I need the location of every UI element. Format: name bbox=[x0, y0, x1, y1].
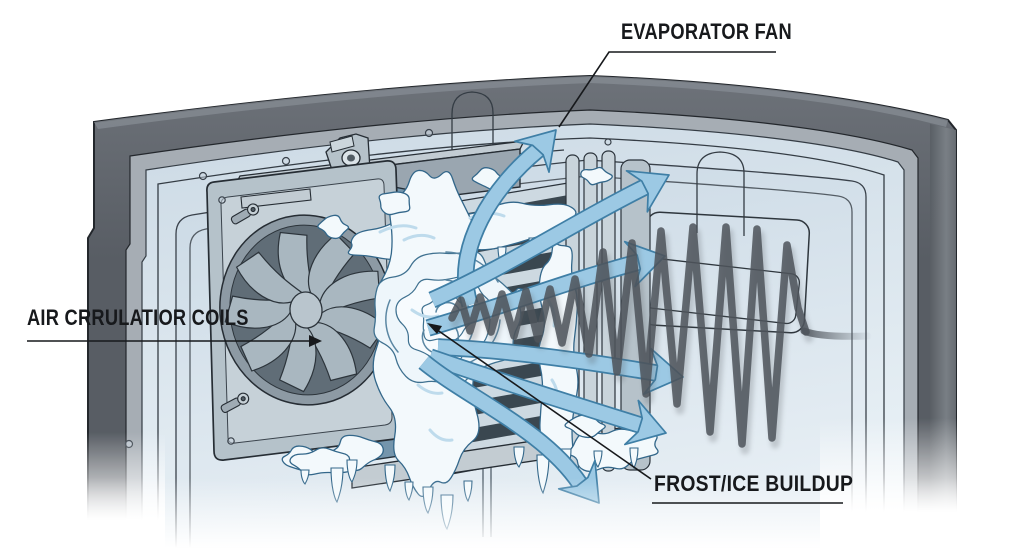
molding-hook-right bbox=[696, 151, 745, 236]
frost-bit bbox=[317, 214, 350, 240]
frost-leader bbox=[427, 323, 843, 504]
cabinet-top-highlight bbox=[94, 76, 948, 129]
airflow-arrow-right bbox=[437, 338, 688, 401]
panel-molding-line bbox=[157, 137, 885, 548]
frost-bit bbox=[580, 166, 613, 186]
coil-zigzag bbox=[448, 223, 872, 455]
coils-leader bbox=[27, 335, 322, 347]
label-air-circulation-coils: AIR CRRULATIOR COILS bbox=[27, 305, 249, 330]
frost-bit bbox=[378, 191, 411, 216]
label-frost-ice-buildup: FROST/ICE BUILDUP bbox=[654, 471, 854, 496]
leader-lines bbox=[27, 51, 843, 504]
fan-screw bbox=[220, 392, 250, 414]
frame-corner-hole bbox=[227, 437, 235, 445]
panel-screw-hole bbox=[604, 138, 612, 146]
fan-hub bbox=[289, 291, 323, 329]
panel-screw-hole bbox=[198, 171, 208, 181]
fan-screw bbox=[230, 203, 260, 225]
airflow-arrow-upper-right bbox=[428, 153, 681, 309]
fan-blades bbox=[224, 231, 387, 393]
panel-screw-hole bbox=[424, 128, 434, 138]
zigzag-tail bbox=[800, 327, 872, 340]
frame-corner-hole bbox=[218, 196, 226, 204]
panel-screw-hole bbox=[281, 156, 291, 166]
evaporator-fan-leader bbox=[558, 51, 776, 128]
zigzag-line bbox=[448, 223, 810, 448]
label-evaporator-fan: EVAPORATOR FAN bbox=[621, 19, 792, 44]
airflow-arrow-right-down bbox=[427, 348, 674, 456]
fan-top-tab bbox=[240, 188, 312, 209]
edge-fade bbox=[0, 400, 1024, 559]
